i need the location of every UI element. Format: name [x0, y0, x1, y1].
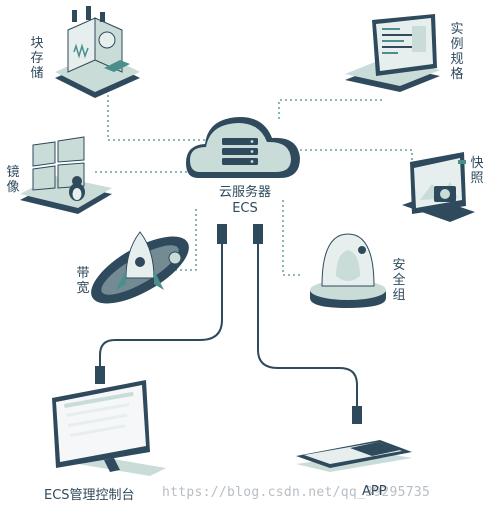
- bandwidth-icon: [91, 231, 189, 304]
- app-label: APP: [362, 484, 387, 499]
- connector-block-storage: [107, 85, 212, 141]
- center-label-line1: 云服务器: [218, 185, 271, 200]
- center-label-line2: ECS: [232, 201, 258, 216]
- bandwidth-label: 带宽: [76, 266, 90, 296]
- center-label: 云服务器 ECS: [205, 185, 285, 217]
- security-group-icon: [310, 233, 386, 308]
- block-storage-label: 块存储: [30, 36, 44, 81]
- cloud-server-icon: [186, 117, 300, 178]
- app-phone-icon: [296, 440, 412, 472]
- watermark: https://blog.csdn.net/qq_39295735: [162, 485, 431, 500]
- image-label: 镜像: [6, 165, 20, 195]
- cable-console: [99, 244, 223, 370]
- snapshot-icon: [402, 152, 475, 222]
- snapshot-label: 快照: [470, 156, 484, 186]
- security-group-label: 安全组: [392, 258, 406, 303]
- connector-snapshot: [300, 149, 413, 160]
- plug-app: [352, 406, 362, 424]
- plug-right: [253, 224, 263, 244]
- connectors: [95, 85, 413, 276]
- image-icon: [20, 136, 112, 214]
- connector-security: [282, 200, 300, 276]
- block-storage-icon: [55, 6, 140, 98]
- instance-spec-icon: [345, 14, 440, 92]
- plug-left: [217, 224, 227, 244]
- console-label: ECS管理控制台: [44, 488, 135, 503]
- console-monitor-icon: [52, 380, 166, 476]
- cables: [99, 244, 358, 410]
- instance-spec-label: 实例规格: [450, 22, 464, 82]
- cable-app: [257, 244, 358, 410]
- connector-instance-spec: [278, 99, 382, 122]
- connector-bandwidth: [170, 208, 197, 271]
- plug-console: [95, 366, 105, 384]
